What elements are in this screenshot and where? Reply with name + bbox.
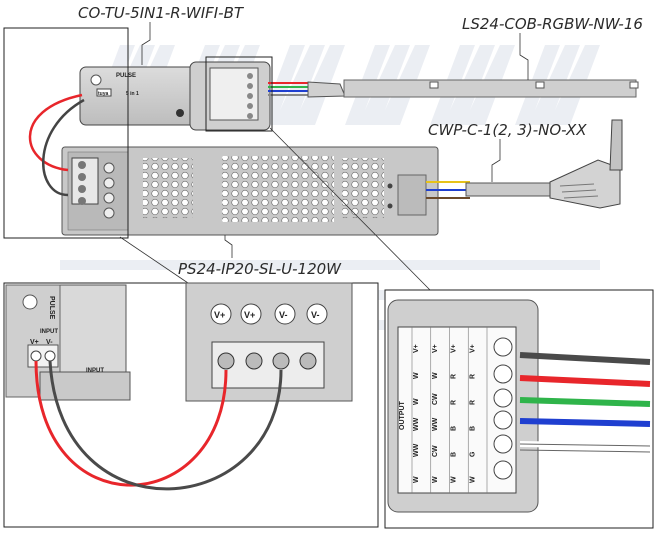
power-plug-icon xyxy=(426,119,623,209)
controller-icon: PULSE tuya 5 in 1 xyxy=(79,61,271,131)
controller-mode-label: 5 in 1 xyxy=(126,91,139,97)
output-table-cell: V+ xyxy=(451,344,458,353)
controller-model-label: CO-TU-5IN1-R-WIFI-BT xyxy=(78,4,245,22)
zoom-frame-controller-top xyxy=(205,56,273,132)
psu-model-label: PS24-IP20-SL-U-120W xyxy=(178,260,342,278)
output-table-cell: CW xyxy=(432,445,439,457)
led-strip-icon xyxy=(268,79,639,98)
output-table-cell: WW xyxy=(413,443,420,457)
output-table-cell: W xyxy=(413,372,420,379)
output-table-cell: W xyxy=(413,476,420,483)
zoom-frame-psu-top xyxy=(3,27,129,239)
output-table-cell: W xyxy=(432,372,439,379)
psu-icon xyxy=(61,146,439,236)
bottom-left-zoom: PULSE INPUT V+ V- INPUT V+ V+ V- V- xyxy=(3,282,379,528)
output-table-cell: V+ xyxy=(469,344,476,353)
output-table-cell: W xyxy=(432,476,439,483)
red-wire-bottom xyxy=(34,360,228,487)
output-table-cell: CW xyxy=(432,393,439,405)
output-table-cell: WW xyxy=(432,417,439,431)
strip-model-label: LS24-COB-RGBW-NW-16 xyxy=(462,15,643,33)
psu-terminal-label-4: V- xyxy=(311,310,320,320)
black-wire-top xyxy=(42,98,85,197)
output-table-cell: B xyxy=(469,426,476,431)
red-wire-top xyxy=(28,93,83,172)
output-table-cell: WW xyxy=(413,417,420,431)
closeup-vminus-label: V- xyxy=(46,339,53,346)
closeup-input-label: INPUT xyxy=(40,329,58,335)
psu-terminal-label-2: V+ xyxy=(244,310,255,320)
output-label: OUTPUT xyxy=(399,401,406,431)
controller-brand-label: PULSE xyxy=(116,73,136,79)
output-table-cell: G xyxy=(469,451,476,457)
controller-app-label: tuya xyxy=(98,91,109,97)
output-table-cell: R xyxy=(451,374,458,379)
output-table-cell: B xyxy=(451,452,458,457)
output-table-cell: R xyxy=(469,400,476,405)
cable-model-label: CWP-C-1(2, 3)-NO-XX xyxy=(428,121,587,139)
callout-lines xyxy=(119,22,529,291)
psu-terminal-label-1: V+ xyxy=(214,310,225,320)
output-table-cell: W xyxy=(451,476,458,483)
output-table-cell: W xyxy=(469,476,476,483)
output-table-cell: R xyxy=(469,374,476,379)
closeup-input-label-2: INPUT xyxy=(86,368,104,374)
output-table-cell: R xyxy=(451,400,458,405)
closeup-vplus-label: V+ xyxy=(30,339,39,346)
black-wire-bottom xyxy=(48,360,283,491)
output-table-cell: W xyxy=(413,398,420,405)
output-table-cell: V+ xyxy=(413,344,420,353)
closeup-brand-label: PULSE xyxy=(48,296,55,320)
psu-terminal-label-3: V- xyxy=(279,310,288,320)
output-table-cell: B xyxy=(451,426,458,431)
output-table-cell: V+ xyxy=(432,344,439,353)
